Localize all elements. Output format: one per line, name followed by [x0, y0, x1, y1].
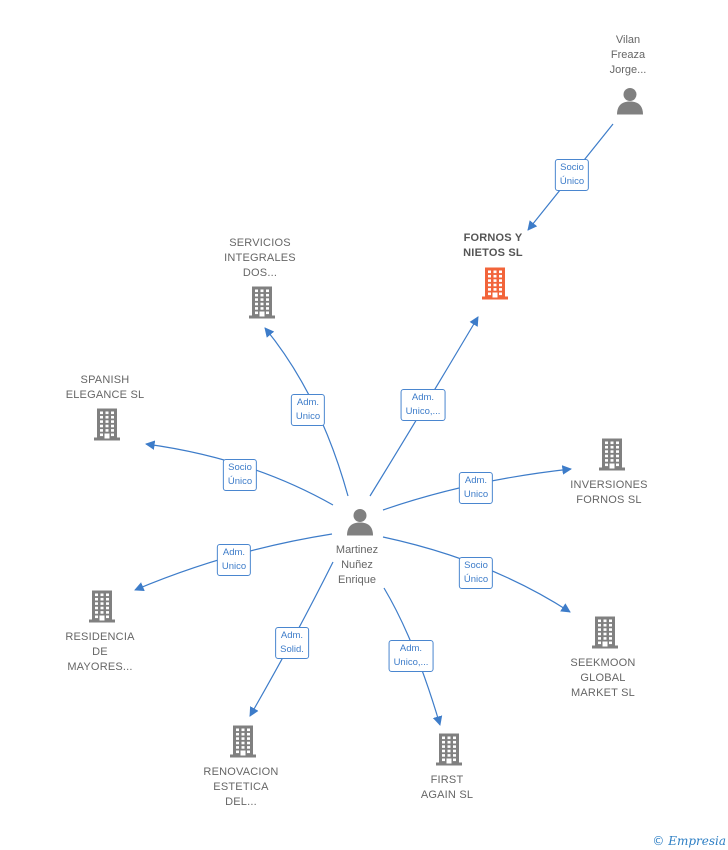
edge-label-line: Adm. [399, 643, 423, 654]
node-label-line: SEEKMOON [570, 657, 636, 669]
node-label-line: Martinez [335, 544, 379, 556]
node-label-spanish[interactable]: SPANISH ELEGANCE SL [66, 373, 145, 403]
edge-label-line: Unico,... [393, 657, 429, 668]
node-label-line: FORNOS Y [463, 232, 523, 244]
brand-name: Empresia [668, 834, 726, 848]
building-icon-fornos[interactable] [480, 266, 510, 305]
edges-layer [134, 123, 614, 726]
node-label-line: SPANISH [80, 374, 130, 386]
edge-label-line: Unico [295, 411, 321, 422]
edge-label-line: Adm. [222, 547, 246, 558]
edge-label-first[interactable]: Adm. Unico,... [388, 640, 434, 672]
edge-label-line: Solid. [280, 644, 304, 655]
node-label-line: DOS... [242, 267, 278, 279]
building-icon-seekmoon[interactable] [590, 615, 620, 654]
node-label-line: Freaza [610, 49, 646, 61]
edge-label-renovacion[interactable]: Adm. Solid. [275, 627, 309, 659]
node-label-line: Nuñez [341, 559, 373, 571]
node-label-line: SERVICIOS [229, 237, 291, 249]
node-label-line: Jorge... [609, 64, 647, 76]
edge-label-line: Adm. [280, 630, 304, 641]
node-label-line: DE [92, 646, 108, 658]
edge-label-servicios[interactable]: Adm. Unico [290, 394, 326, 426]
edge-label-line: Socio [228, 462, 252, 473]
node-label-line: Enrique [338, 574, 376, 586]
edge-label-inversiones[interactable]: Adm. Unico [458, 472, 494, 504]
copyright-symbol: © [652, 834, 665, 848]
edge-label-residencia[interactable]: Adm. Unico [216, 544, 252, 576]
node-label-line: DEL... [225, 796, 257, 808]
node-label-seekmoon[interactable]: SEEKMOON GLOBAL MARKET SL [570, 656, 635, 701]
node-label-line: RESIDENCIA [65, 631, 135, 643]
edge-label-line: Adm. [464, 475, 488, 486]
node-label-line: GLOBAL [580, 672, 626, 684]
building-icon-residencia[interactable] [87, 589, 117, 628]
building-icon-renovacion[interactable] [228, 724, 258, 763]
node-label-line: INVERSIONES [570, 479, 648, 491]
node-label-line: AGAIN SL [420, 789, 474, 801]
node-label-servicios[interactable]: SERVICIOS INTEGRALES DOS... [224, 236, 296, 281]
edge-label-line: Socio [560, 162, 584, 173]
edge-label-line: Socio [464, 560, 488, 571]
node-label-fornos[interactable]: FORNOS Y NIETOS SL [463, 231, 523, 261]
edge-label-fornos[interactable]: Adm. Unico,... [400, 389, 446, 421]
node-label-first[interactable]: FIRST AGAIN SL [421, 773, 473, 803]
node-label-line: ESTETICA [213, 781, 269, 793]
building-icon-inversiones[interactable] [597, 437, 627, 476]
node-label-line: NIETOS SL [463, 247, 523, 259]
edge-label-line: Unico,... [405, 406, 441, 417]
edge-label-line: Unico [463, 489, 489, 500]
node-label-renovacion[interactable]: RENOVACION ESTETICA DEL... [203, 765, 278, 810]
node-label-line: MAYORES... [67, 661, 133, 673]
edge-label-line: Adm. [411, 392, 435, 403]
building-icon-servicios[interactable] [247, 285, 277, 324]
node-label-line: ELEGANCE SL [65, 389, 145, 401]
node-label-line: INTEGRALES [224, 252, 296, 264]
person-icon-center[interactable] [345, 507, 375, 542]
edge-label-line: Adm. [296, 397, 320, 408]
node-label-line: FIRST [430, 774, 464, 786]
edge-label-line: Unico [221, 561, 247, 572]
node-label-line: MARKET SL [571, 687, 635, 699]
person-icon-vilan[interactable] [615, 86, 645, 121]
node-label-line: RENOVACION [203, 766, 279, 778]
node-label-residencia[interactable]: RESIDENCIA DE MAYORES... [65, 630, 134, 675]
node-label-line: Vilan [615, 34, 641, 46]
building-icon-first[interactable] [434, 732, 464, 771]
brand-footer[interactable]: © Empresia [652, 834, 726, 848]
edge-label-line: Único [227, 476, 253, 487]
node-label-line: FORNOS SL [576, 494, 642, 506]
edge-label-line: Único [463, 574, 489, 585]
edge-label-line: Único [559, 176, 585, 187]
node-label-inversiones[interactable]: INVERSIONES FORNOS SL [570, 478, 647, 508]
building-icon-spanish[interactable] [92, 407, 122, 446]
